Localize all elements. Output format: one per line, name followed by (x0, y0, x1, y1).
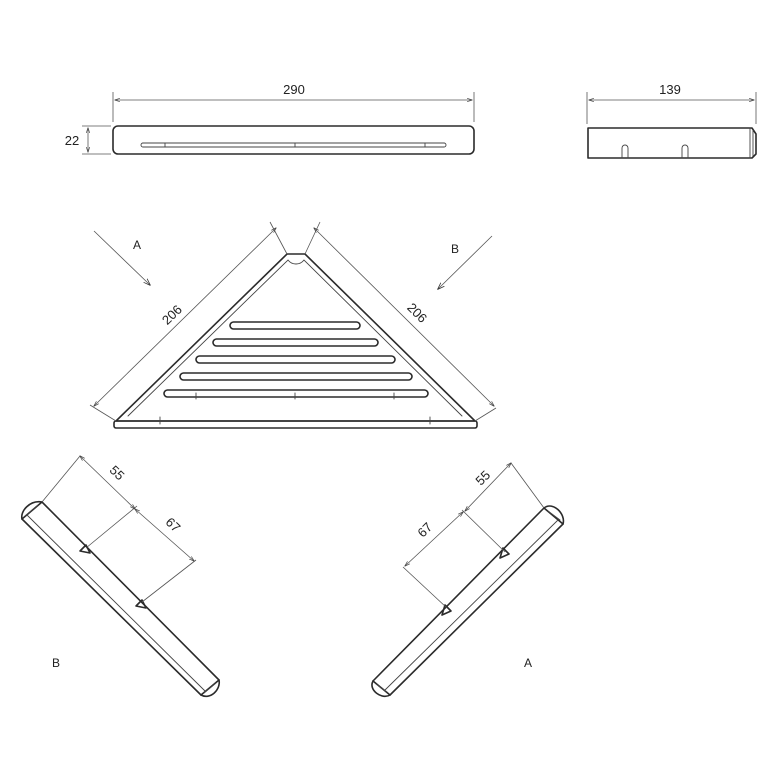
front-view-outline (112, 125, 475, 155)
view-a-body (372, 507, 564, 696)
view-a-spacing-label: 67 (414, 519, 435, 540)
plan-view-outline (115, 253, 476, 422)
view-b-label: B (52, 656, 60, 670)
view-a-label: A (524, 656, 532, 670)
view-b-hook-1 (79, 544, 91, 554)
plan-right-label: 206 (404, 300, 430, 326)
side-view-outline (587, 127, 757, 159)
view-b-offset-label: 55 (107, 462, 128, 483)
front-height-label: 22 (65, 133, 79, 148)
view-b (20, 501, 220, 698)
view-arrow-b: B (438, 235, 493, 289)
view-a-hook-1 (499, 547, 510, 559)
plan-view (113, 253, 478, 429)
front-width-label: 290 (283, 82, 305, 97)
side-view-notch-1 (621, 144, 629, 159)
view-b-hook-2 (135, 599, 147, 609)
side-view (587, 127, 757, 159)
side-depth-dimension: 139 (586, 82, 757, 124)
side-depth-label: 139 (659, 82, 681, 97)
view-a-hook-2 (441, 604, 452, 616)
view-b-dimensions: 55 67 B (41, 456, 197, 670)
view-b-spacing-label: 67 (163, 514, 184, 535)
side-view-notch-2 (681, 144, 689, 159)
view-a (371, 505, 565, 698)
plan-left-label: 206 (159, 302, 185, 328)
view-arrow-a-label: A (133, 238, 141, 252)
front-width-dimension: 290 (112, 82, 475, 122)
plan-view-slots (163, 321, 429, 400)
front-height-dimension: 22 (65, 125, 111, 155)
view-arrow-b-label: B (451, 242, 459, 256)
view-a-dimensions: 55 67 A (402, 463, 545, 670)
view-arrow-a: A (93, 230, 150, 285)
front-view (112, 125, 475, 155)
